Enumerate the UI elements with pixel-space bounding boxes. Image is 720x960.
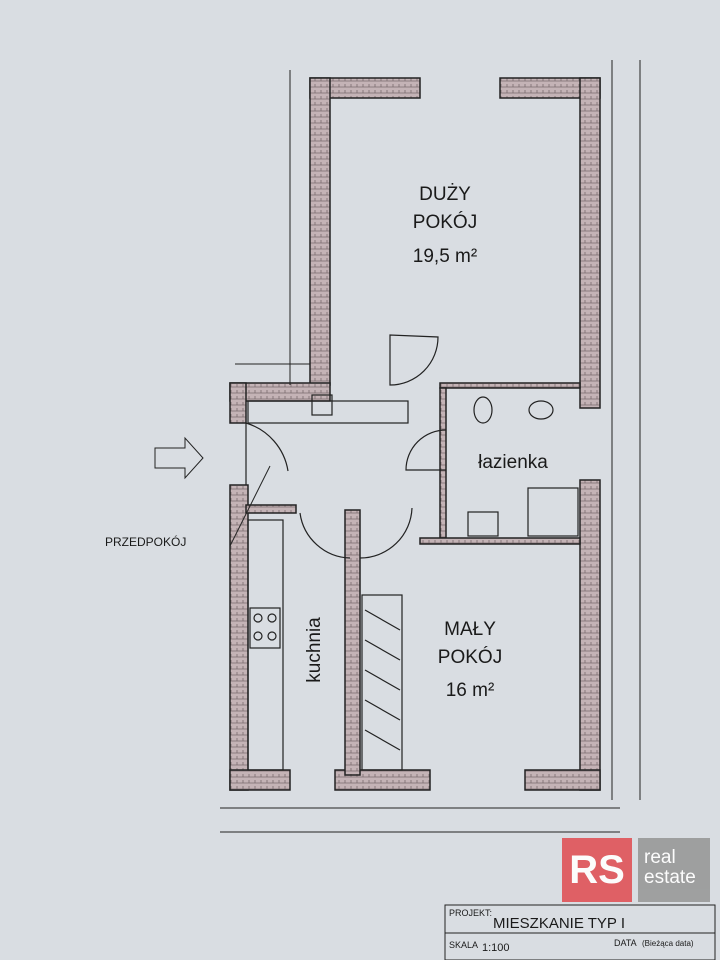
scale-label: SKALA bbox=[449, 940, 478, 950]
large-room-name-1: DUŻY bbox=[419, 184, 471, 205]
logo-text-line1: real bbox=[644, 847, 676, 868]
logo-mark: RS bbox=[562, 838, 632, 902]
dimension-lines bbox=[154, 60, 641, 833]
walls bbox=[229, 77, 601, 791]
small-room-area: 16 m² bbox=[446, 680, 495, 701]
fixtures bbox=[245, 334, 579, 771]
date-label: DATA bbox=[614, 938, 637, 948]
kitchen-label: kuchnia bbox=[304, 617, 325, 683]
large-room-name-2: POKÓJ bbox=[413, 211, 477, 233]
logo-text: real estate bbox=[638, 838, 710, 902]
small-room-name-1: MAŁY bbox=[444, 619, 496, 640]
bathroom-label: łazienka bbox=[478, 452, 548, 473]
hall-label: PRZEDPOKÓJ bbox=[105, 534, 186, 549]
scale-value: 1:100 bbox=[482, 942, 510, 954]
title-block: PROJEKT: MIESZKANIE TYP I SKALA 1:100 DA… bbox=[444, 904, 716, 960]
date-value: (Bieżąca data) bbox=[642, 939, 694, 948]
entrance-arrow-icon bbox=[154, 436, 204, 480]
project-label: PROJEKT: bbox=[449, 908, 492, 918]
logo-text-line2: estate bbox=[644, 867, 696, 888]
small-room-name-2: POKÓJ bbox=[438, 646, 502, 668]
room-labels: DUŻY POKÓJ 19,5 m² łazienka MAŁY POKÓJ 1… bbox=[105, 184, 548, 701]
project-value: MIESZKANIE TYP I bbox=[493, 915, 625, 932]
large-room-area: 19,5 m² bbox=[413, 246, 477, 267]
